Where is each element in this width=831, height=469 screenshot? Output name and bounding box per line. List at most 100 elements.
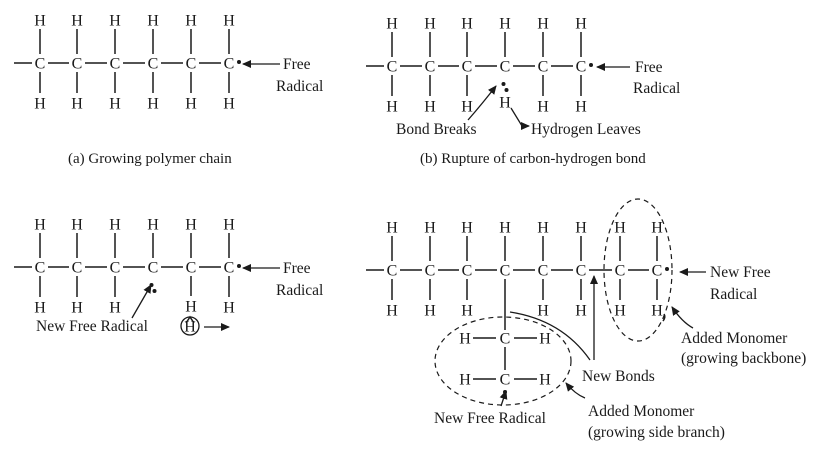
chain-c-carbon: C <box>224 260 235 277</box>
free-radical-label-a-line2: Radical <box>276 78 323 95</box>
chain-a-carbon: C <box>110 56 121 73</box>
chain-c-hydrogen: H <box>223 217 235 234</box>
added-monomer-branch-line2: (growing side branch) <box>588 424 725 441</box>
bond-breaks-arrow <box>467 85 497 121</box>
new-bonds-label: New Bonds <box>582 368 655 385</box>
chain-d-hydrogen: H <box>461 220 473 237</box>
chain-b-hydrogen: H <box>537 16 549 33</box>
chain-c-hydrogen: H <box>71 217 83 234</box>
chain-d-hydrogen: H <box>575 220 587 237</box>
added-monomer-backbone-outline <box>603 198 673 342</box>
chain-b-hydrogen: H <box>424 16 436 33</box>
branch-hydrogen: H <box>459 331 471 348</box>
chain-c-hydrogen: H <box>34 217 46 234</box>
caption-b: (b) Rupture of carbon-hydrogen bond <box>420 151 646 167</box>
chain-c-hydrogen: H <box>109 217 121 234</box>
chain-d-carbon: C <box>425 263 436 280</box>
chain-c-hydrogen: H <box>109 300 121 317</box>
chain-d-hydrogen: H <box>386 303 398 320</box>
added-monomer-backbone-arrow <box>671 306 694 329</box>
chain-b-hydrogen: H <box>499 16 511 33</box>
chain-b-hydrogen: H <box>424 99 436 116</box>
chain-a-hydrogen: H <box>71 96 83 113</box>
chain-c-hydrogen: H <box>185 299 197 316</box>
chain-a-hydrogen: H <box>34 13 46 30</box>
panel-d: New Free Radical Added Monomer (growing … <box>434 198 806 441</box>
chain-c-carbon: C <box>148 260 159 277</box>
chain-b-carbon: C <box>425 59 436 76</box>
chain-b-hydrogen: H <box>461 99 473 116</box>
added-monomer-backbone-line2: (growing backbone) <box>681 350 806 367</box>
caption-a: (a) Growing polymer chain <box>68 151 232 167</box>
chain-a-hydrogen: H <box>223 96 235 113</box>
new-bonds-curve <box>509 311 591 361</box>
molecule-structures: C H H C H H C H H C H H C H H C H H C H H C H H C H H C H C H H C H H H C H H C… <box>14 13 669 394</box>
chain-d-hydrogen: H <box>651 303 663 320</box>
added-monomer-branch-arrow <box>565 382 586 399</box>
chain-d-hydrogen: H <box>614 220 626 237</box>
chain-d-hydrogen: H <box>461 303 473 320</box>
chain-b-radical-dot <box>501 82 506 86</box>
chain-c-carbon: C <box>72 260 83 277</box>
new-free-radical-arrow-bottom <box>499 390 508 407</box>
chain-c-carbon: C <box>35 260 46 277</box>
chain-d-carbon: C <box>652 263 663 280</box>
chain-c-free-radical-dot <box>237 264 241 268</box>
branch-carbon: C <box>500 372 511 389</box>
chain-c-carbon: C <box>110 260 121 277</box>
chain-a-hydrogen: H <box>109 96 121 113</box>
chain-b-hydrogen: H <box>537 99 549 116</box>
panel-b: Free Radical Bond Breaks Hydrogen Leaves… <box>396 59 680 167</box>
chain-d-carbon: C <box>462 263 473 280</box>
chain-c-hydrogen: H <box>147 217 159 234</box>
chain-a-hydrogen: H <box>147 13 159 30</box>
chain-a-hydrogen: H <box>185 96 197 113</box>
panel-a: Free Radical (a) Growing polymer chain <box>68 56 323 167</box>
chain-a-carbon: C <box>186 56 197 73</box>
chain-b-carbon: C <box>387 59 398 76</box>
chain-c-radical-dot <box>152 289 157 293</box>
chain-d-hydrogen: H <box>424 220 436 237</box>
chain-a-free-radical-dot <box>237 60 241 64</box>
chain-a-hydrogen: H <box>223 13 235 30</box>
chain-d-hydrogen: H <box>386 220 398 237</box>
chain-d-hydrogen: H <box>537 220 549 237</box>
chain-a-carbon: C <box>148 56 159 73</box>
chain-b-carbon: C <box>538 59 549 76</box>
chain-d-carbon: C <box>500 263 511 280</box>
chain-d-carbon: C <box>387 263 398 280</box>
chain-c-hydrogen: H <box>71 300 83 317</box>
branch-hydrogen: H <box>459 372 471 389</box>
chain-a-hydrogen: H <box>71 13 83 30</box>
free-radical-label-a-line1: Free <box>283 56 311 73</box>
chain-b-radical-dot <box>504 88 509 92</box>
chain-a-carbon: C <box>35 56 46 73</box>
chain-c-carbon: C <box>186 260 197 277</box>
new-free-radical-label-c: New Free Radical <box>36 318 148 335</box>
chain-a-hydrogen: H <box>34 96 46 113</box>
free-radical-label-b-line1: Free <box>635 59 663 76</box>
branch-hydrogen: H <box>539 372 551 389</box>
chain-d-hydrogen: H <box>537 303 549 320</box>
free-radical-label-c-line2: Radical <box>276 282 323 299</box>
chain-b-hydrogen: H <box>575 99 587 116</box>
chain-b-hydrogen: H <box>386 16 398 33</box>
chain-d-carbon: C <box>538 263 549 280</box>
chain-d-hydrogen: H <box>614 303 626 320</box>
added-monomer-branch-outline <box>434 316 572 406</box>
chain-a-carbon: C <box>72 56 83 73</box>
chain-a-carbon: C <box>224 56 235 73</box>
new-free-radical-bottom-label: New Free Radical <box>434 410 546 427</box>
chain-d-hydrogen: H <box>575 303 587 320</box>
new-free-radical-arrow-c <box>131 284 152 319</box>
chain-b-leaving-hydrogen: H <box>499 95 511 112</box>
added-monomer-branch-line1: Added Monomer <box>588 403 695 420</box>
chain-d-carbon: C <box>615 263 626 280</box>
chain-d-hydrogen: H <box>499 220 511 237</box>
panel-c: Free Radical New Free Radical <box>36 260 323 336</box>
chain-c-leaving-hydrogen: H <box>184 319 196 336</box>
chain-d-free-radical-dot <box>665 267 669 271</box>
chain-b-hydrogen: H <box>386 99 398 116</box>
